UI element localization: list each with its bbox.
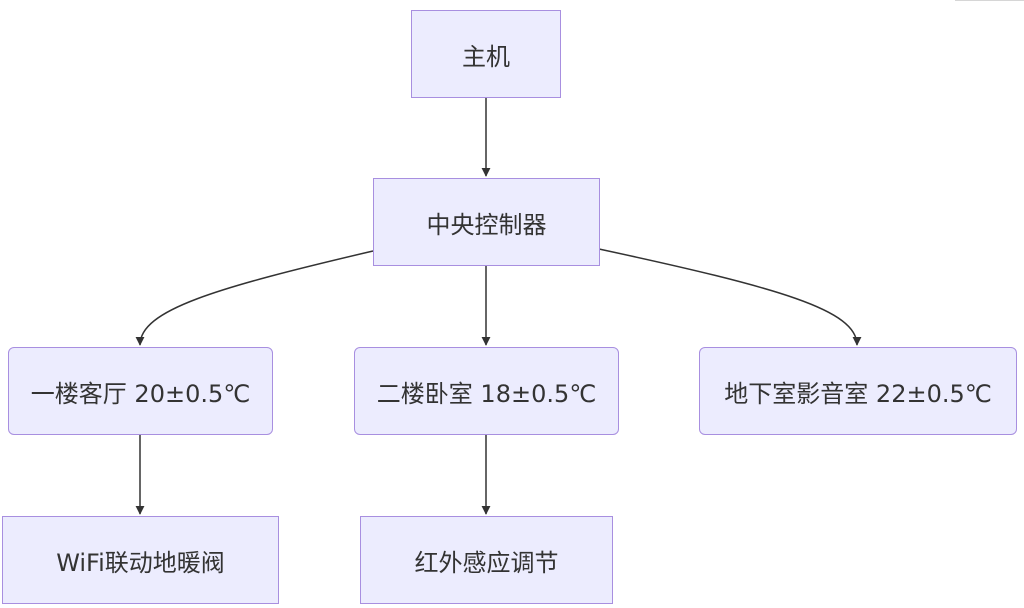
controller-node[interactable]: 中央控制器 xyxy=(373,178,600,266)
ir-control-node[interactable]: 红外感应调节 xyxy=(360,516,613,604)
top-edge-line xyxy=(955,0,1024,1)
controller-label: 中央控制器 xyxy=(426,210,547,239)
living-room-label: 一楼客厅 20±0.5℃ xyxy=(30,379,251,408)
bedroom-node[interactable]: 二楼卧室 18±0.5℃ xyxy=(354,347,619,435)
floor-heating-valve-node[interactable]: WiFi联动地暖阀 xyxy=(2,516,279,604)
bedroom-label: 二楼卧室 18±0.5℃ xyxy=(376,379,597,408)
living-room-node[interactable]: 一楼客厅 20±0.5℃ xyxy=(8,347,273,435)
host-node[interactable]: 主机 xyxy=(411,10,561,98)
edge-controller-theater xyxy=(598,248,862,346)
host-label: 主机 xyxy=(462,42,510,71)
floor-heating-valve-label: WiFi联动地暖阀 xyxy=(56,548,225,577)
ir-control-label: 红外感应调节 xyxy=(414,548,559,577)
theater-node[interactable]: 地下室影音室 22±0.5℃ xyxy=(699,347,1017,435)
edge-controller-living-room xyxy=(135,250,374,346)
theater-label: 地下室影音室 22±0.5℃ xyxy=(724,379,992,408)
